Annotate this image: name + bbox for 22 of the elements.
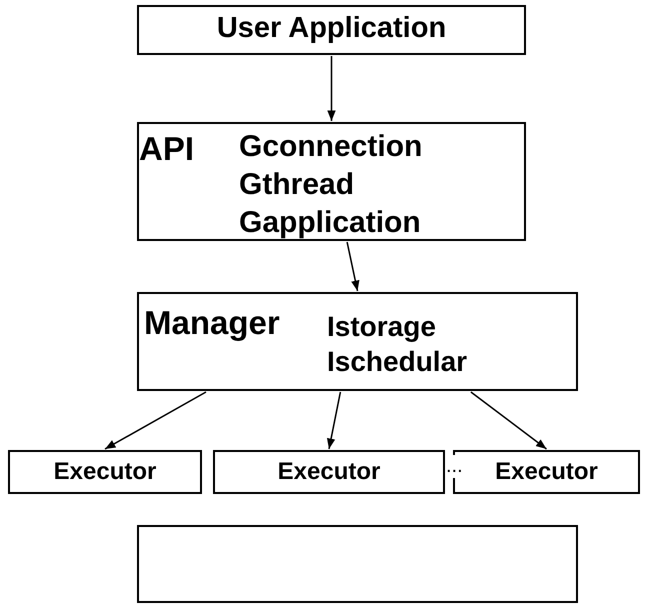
box-label: Gconnection [239, 130, 422, 164]
box-label: Executor [276, 458, 382, 486]
arrow [327, 56, 336, 121]
arrow [346, 242, 360, 292]
empty-box [137, 525, 578, 603]
arrow [470, 391, 547, 450]
process-box [137, 5, 526, 55]
arrow [326, 392, 342, 450]
process-box [137, 292, 578, 391]
arrow [104, 391, 206, 450]
box-heading: API [139, 130, 194, 168]
box-heading: Manager [144, 304, 280, 342]
box-label: Executor [52, 458, 158, 486]
process-box [213, 450, 445, 494]
box-label: Gthread [239, 168, 354, 202]
process-box [137, 122, 526, 241]
ellipsis-label: ... [446, 455, 463, 478]
process-box [8, 450, 202, 494]
box-label: Istorage [327, 311, 436, 343]
box-label: Ischedular [327, 346, 468, 378]
box-label: Gapplication [239, 206, 421, 240]
box-label: User Application [216, 12, 448, 45]
